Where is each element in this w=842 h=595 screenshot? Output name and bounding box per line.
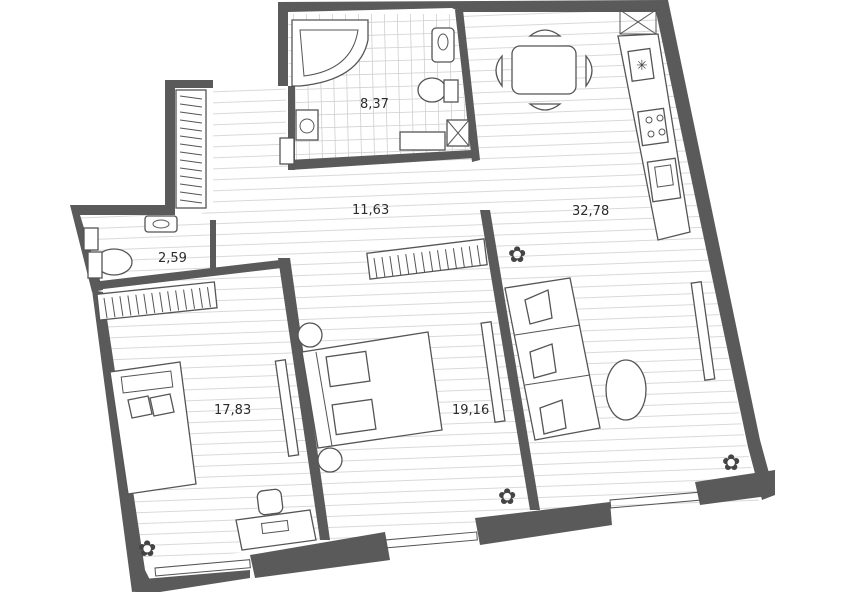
plant-icon: ✿ [138, 537, 156, 562]
sofa [504, 277, 647, 441]
hanger [389, 255, 394, 277]
hanger [119, 296, 124, 317]
hanger [429, 251, 434, 272]
double-bed [297, 322, 443, 473]
hanger [179, 175, 203, 180]
tile-line [383, 14, 389, 165]
hanger [179, 111, 203, 116]
hanger [476, 245, 481, 266]
hanger [452, 248, 457, 269]
hanger [151, 292, 156, 314]
plank-line [80, 551, 760, 568]
hanger [179, 159, 203, 164]
hanger [179, 167, 203, 172]
tile-line [409, 14, 415, 165]
hanger [373, 257, 378, 279]
hanger [198, 287, 203, 309]
hanger [437, 250, 442, 271]
hanger [179, 95, 203, 100]
hanger [179, 135, 203, 140]
hanger [179, 119, 203, 124]
hanger [127, 295, 132, 316]
dining-set [495, 29, 593, 111]
area-label-living-kitchen: 32,78 [572, 204, 609, 219]
plank-line [80, 562, 760, 568]
hanger [460, 247, 465, 268]
hanger [111, 297, 116, 318]
hanger [179, 103, 203, 108]
hanger [191, 288, 196, 309]
tile-line [396, 14, 402, 165]
area-label-bedroom-left: 17,83 [214, 403, 251, 418]
area-label-hallway: 11,63 [352, 203, 389, 218]
hanger [179, 151, 203, 156]
plank-line [0, 574, 842, 595]
hanger [167, 291, 172, 312]
hanger [444, 249, 449, 270]
hanger [179, 143, 203, 148]
toilet-fixtures [83, 215, 178, 279]
hanger [421, 252, 426, 273]
inner-walls [92, 10, 540, 540]
windows [154, 9, 701, 577]
plank-line [80, 34, 760, 68]
hanger [159, 292, 164, 313]
hanger [179, 191, 203, 196]
tile-line [370, 14, 376, 165]
desk [235, 488, 317, 551]
hanger [468, 246, 473, 267]
tv-units [274, 281, 716, 457]
plank-line [80, 100, 760, 134]
plank-line [80, 12, 760, 46]
plank-line [80, 23, 760, 57]
hanger [397, 255, 402, 276]
hall-wardrobe [175, 89, 207, 209]
plant-icon: ✿ [508, 243, 526, 268]
kitchen: ✳ [617, 33, 691, 241]
plants: ✿ ✿ ✿ ✿ [138, 243, 740, 562]
hanger [103, 297, 108, 319]
plant-icon: ✿ [498, 485, 516, 510]
tile-line [288, 148, 470, 156]
hanger [206, 287, 211, 308]
hanger [381, 256, 386, 278]
plant-icon: ✿ [722, 451, 740, 476]
hanger [179, 199, 203, 204]
plank-line [80, 474, 760, 508]
hanger [175, 290, 180, 311]
area-label-toilet: 2,59 [158, 251, 187, 266]
bathroom-fixtures [279, 19, 470, 165]
hanger [183, 289, 188, 310]
hanger [179, 183, 203, 188]
area-label-bathroom: 8,37 [360, 97, 389, 112]
single-bed [109, 361, 197, 495]
hanger [405, 254, 410, 275]
hanger [413, 253, 418, 274]
extractor-icon: ✳ [636, 58, 648, 74]
hanger [143, 293, 148, 314]
area-label-bedroom-middle: 19,16 [452, 403, 489, 418]
plank-line [80, 45, 760, 79]
hanger [179, 127, 203, 132]
bedroom-wardrobes [96, 238, 488, 321]
hanger [135, 294, 140, 315]
